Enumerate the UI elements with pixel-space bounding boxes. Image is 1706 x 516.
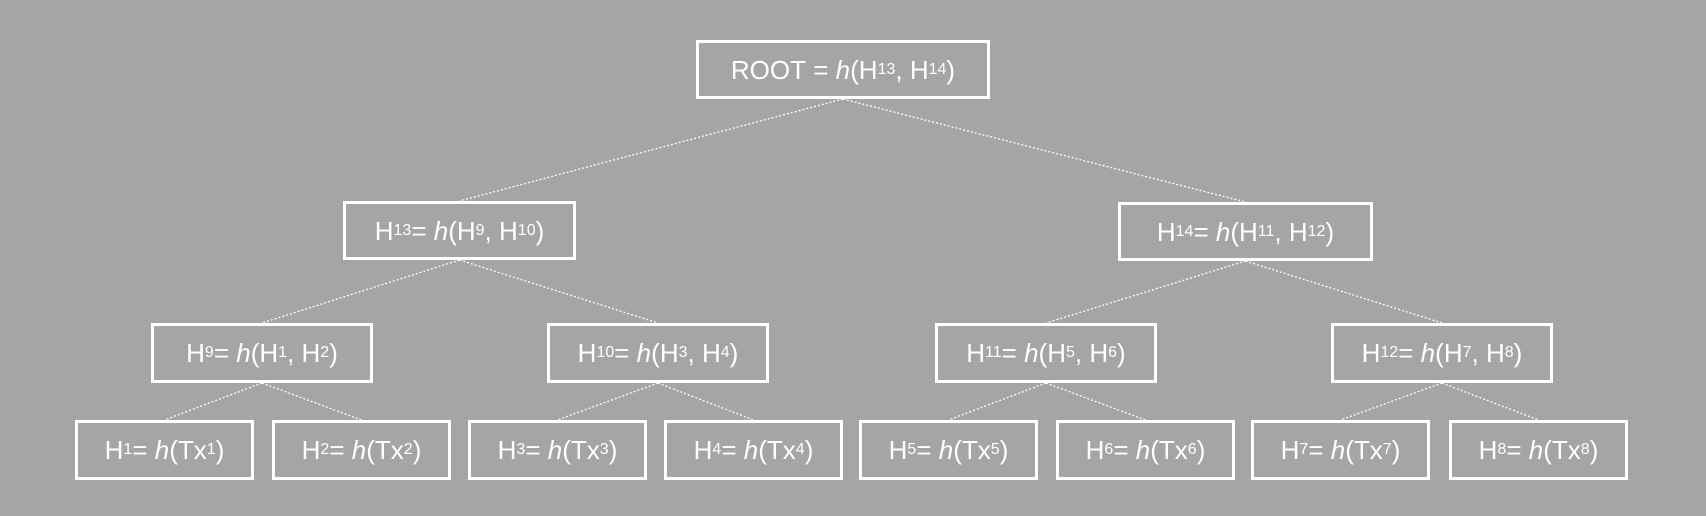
edge-h10-h3 (557, 382, 659, 421)
edge-h14-h12 (1245, 260, 1443, 324)
edge-root-h14 (842, 98, 1246, 203)
edge-h10-h4 (657, 382, 754, 421)
edge-h12-h7 (1340, 382, 1443, 421)
edge-h11-h5 (948, 382, 1047, 421)
edge-h13-h9 (261, 259, 460, 324)
edge-h12-h8 (1441, 382, 1539, 421)
edge-h9-h1 (164, 382, 263, 421)
edge-root-h13 (459, 98, 844, 202)
edge-h14-h11 (1045, 260, 1246, 324)
edge-h9-h2 (261, 382, 362, 421)
edge-h11-h6 (1045, 382, 1146, 421)
edge-h13-h10 (459, 259, 659, 324)
